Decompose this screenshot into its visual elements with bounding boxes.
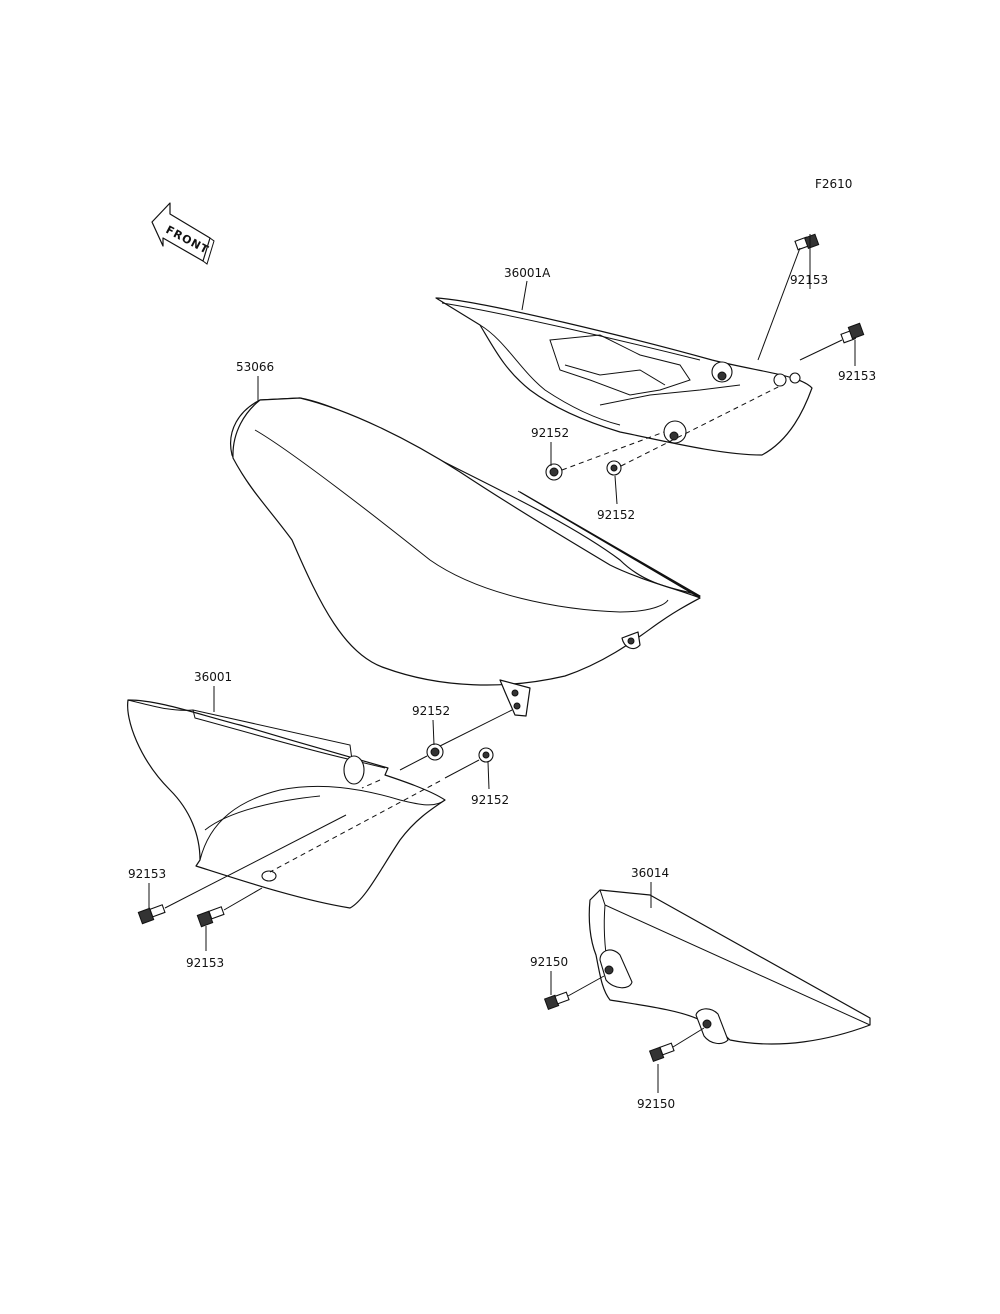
label-bolt-right-upper: 92153: [790, 273, 828, 287]
side-cover-right: [435, 297, 813, 456]
label-bolt-right-lower: 92153: [838, 369, 876, 383]
label-bolt-chain-b: 92150: [637, 1097, 675, 1111]
grommet-right-b-icon: [606, 460, 622, 476]
side-cover-left: [127, 699, 446, 909]
front-arrow-icon: FRONT: [151, 202, 215, 265]
bolt-right-upper-icon: [794, 233, 820, 251]
label-bolt-left-a: 92153: [128, 867, 166, 881]
bolt-left-b-icon: [196, 906, 225, 928]
label-grommet-right-b: 92152: [597, 508, 635, 522]
label-grommet-left-a: 92152: [412, 704, 450, 718]
chain-cover: [588, 889, 871, 1045]
grommet-left-b-icon: [478, 747, 494, 763]
label-bolt-left-b: 92153: [186, 956, 224, 970]
seat: [230, 397, 701, 717]
label-side-cover-right: 36001A: [504, 266, 551, 280]
label-grommet-right-a: 92152: [531, 426, 569, 440]
bolt-right-lower-icon: [840, 322, 865, 344]
figure-code: F2610: [815, 177, 852, 191]
label-side-cover-left: 36001: [194, 670, 232, 684]
label-grommet-left-b: 92152: [471, 793, 509, 807]
bolt-chain-a-icon: [543, 991, 570, 1010]
label-bolt-chain-a: 92150: [530, 955, 568, 969]
label-seat: 53066: [236, 360, 274, 374]
grommet-left-a-icon: [426, 743, 444, 761]
bolt-chain-b-icon: [648, 1042, 675, 1062]
bolt-left-a-icon: [137, 904, 166, 925]
grommet-right-a-icon: [545, 463, 563, 481]
label-chain-cover: 36014: [631, 866, 669, 880]
